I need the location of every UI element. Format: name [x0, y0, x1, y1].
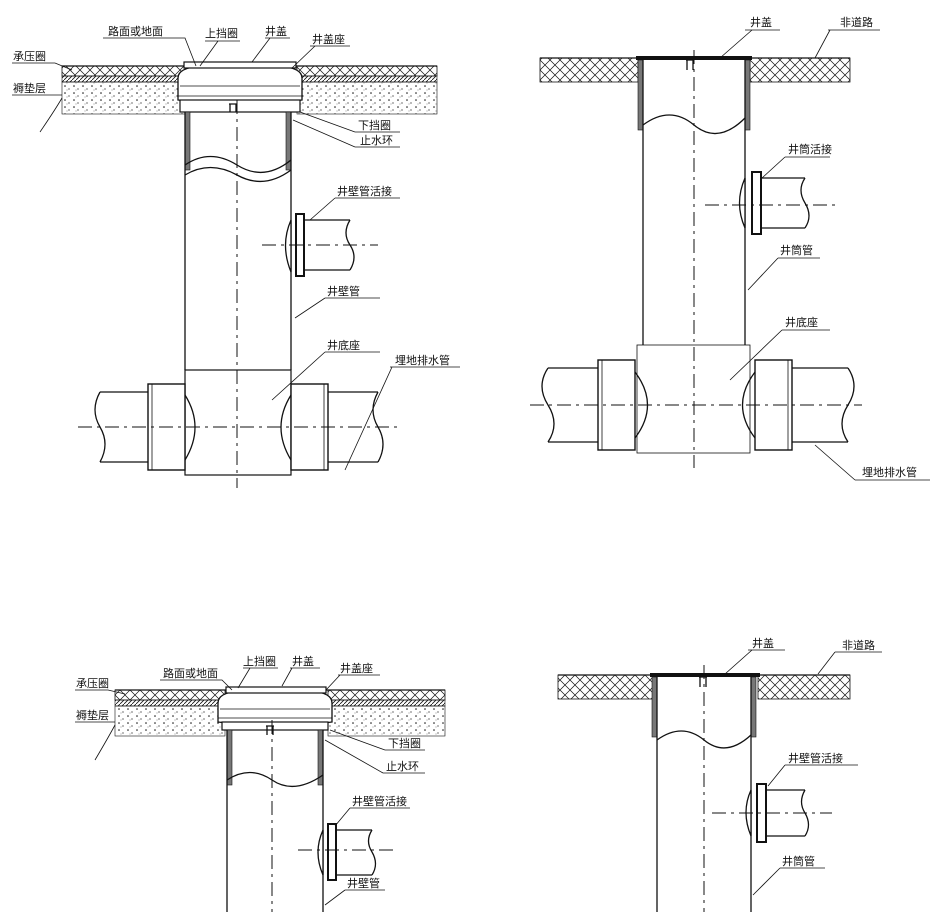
label-upper-ring: 上挡圈 [243, 654, 276, 668]
label-wall-pipe: 井壁管 [347, 876, 380, 890]
diagram-road-well-bottom: 路面或地面 上挡圈 井盖 井盖座 承压圈 褥垫层 下挡圈 止水环 井壁管活接 井… [75, 654, 446, 912]
side-branch [705, 171, 835, 235]
leader-lines [75, 667, 425, 906]
label-wall-pipe: 井壁管 [327, 284, 360, 298]
leader-lines [724, 649, 882, 896]
label-cushion-layer: 褥垫层 [76, 708, 109, 722]
base-and-main-pipe [530, 344, 862, 454]
label-base: 井底座 [327, 338, 360, 352]
label-cover: 井盖 [265, 24, 287, 38]
label-wall-pipe-joint: 井壁管活接 [352, 794, 407, 808]
base-and-main-pipe [78, 369, 400, 476]
cover-assembly [650, 673, 760, 687]
labels: 路面或地面 上挡圈 井盖 井盖座 承压圈 褥垫层 下挡圈 止水环 井壁管活接 井… [13, 24, 450, 367]
label-road-surface: 路面或地面 [163, 667, 218, 680]
ground-layer [557, 674, 851, 700]
cover-assembly [217, 686, 333, 735]
road-layers [114, 689, 446, 737]
side-branch [712, 783, 832, 843]
label-shaft-joint: 井筒活接 [788, 142, 832, 156]
label-cover: 井盖 [752, 636, 774, 650]
leader-lines [12, 37, 460, 471]
label-cover: 井盖 [292, 654, 314, 668]
side-branch [298, 823, 395, 881]
label-cover-seat: 井盖座 [340, 661, 373, 675]
label-wall-pipe-joint: 井壁管活接 [337, 184, 392, 198]
label-lower-ring: 下挡圈 [358, 118, 391, 132]
labels: 路面或地面 上挡圈 井盖 井盖座 承压圈 褥垫层 下挡圈 止水环 井壁管活接 井… [76, 654, 421, 890]
side-branch [262, 213, 378, 277]
label-wall-pipe-joint: 井壁管活接 [788, 751, 843, 765]
label-bearing-ring: 承压圈 [13, 50, 46, 63]
label-cover: 井盖 [750, 15, 772, 29]
label-non-road: 非道路 [840, 15, 873, 29]
label-lower-ring: 下挡圈 [388, 736, 421, 750]
label-shaft-pipe: 井筒管 [782, 854, 815, 868]
label-bearing-ring: 承压圈 [76, 677, 109, 690]
label-road-surface: 路面或地面 [108, 25, 163, 38]
shaft-pipe [226, 729, 324, 912]
cover-assembly [177, 61, 303, 113]
label-water-stop-ring: 止水环 [386, 760, 419, 773]
label-water-stop-ring: 止水环 [360, 134, 393, 147]
label-cover-seat: 井盖座 [312, 32, 345, 46]
diagram-nonroad-well-top: 井盖 非道路 井筒活接 井筒管 井底座 埋地排水管 [530, 15, 930, 481]
label-cushion-layer: 褥垫层 [13, 81, 46, 95]
label-upper-ring: 上挡圈 [205, 26, 238, 40]
label-shaft-pipe: 井筒管 [780, 243, 813, 257]
label-base: 井底座 [785, 315, 818, 329]
diagram-nonroad-well-bottom: 井盖 非道路 井壁管活接 井筒管 [557, 636, 882, 912]
label-non-road: 非道路 [842, 638, 875, 652]
ground-layer [539, 57, 851, 83]
leader-lines [719, 29, 930, 481]
shaft-pipe [184, 111, 292, 370]
label-buried-pipe: 埋地排水管 [862, 465, 917, 479]
labels: 井盖 非道路 井壁管活接 井筒管 [752, 636, 875, 868]
diagram-road-well-top: 路面或地面 上挡圈 井盖 井盖座 承压圈 褥垫层 下挡圈 止水环 井壁管活接 井… [12, 24, 460, 488]
road-layers [61, 65, 438, 115]
labels: 井盖 非道路 井筒活接 井筒管 井底座 埋地排水管 [750, 15, 917, 479]
label-buried-pipe: 埋地排水管 [395, 353, 450, 367]
